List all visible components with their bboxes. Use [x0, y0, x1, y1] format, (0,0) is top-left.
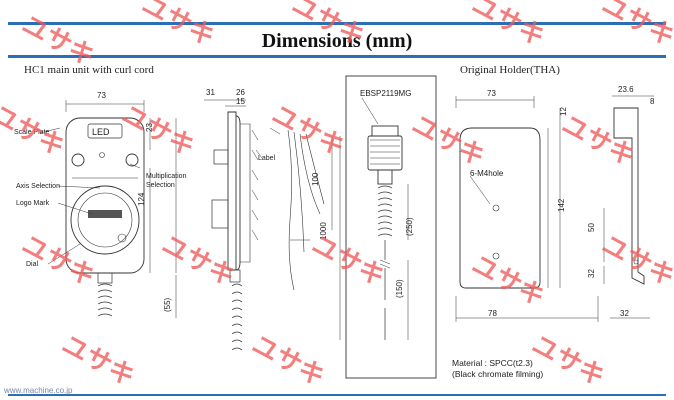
svg-text:ユサキ: ユサキ [467, 0, 550, 53]
svg-text:ユサキ: ユサキ [17, 230, 100, 293]
dim-side-lip: 8 [650, 97, 655, 106]
dim-side-depth: 31 [206, 88, 215, 97]
main-unit-front-view [39, 100, 177, 318]
dim-side-foot: 32 [620, 309, 629, 318]
dim-holder-height: 142 [557, 198, 566, 212]
dim-unit-height: 124 [137, 192, 146, 206]
dim-side-width: 23.6 [618, 85, 634, 94]
dim-holder-base: 78 [488, 309, 497, 318]
top-rule [8, 22, 666, 25]
dim-holder-top: 12 [559, 107, 568, 116]
svg-text:ユサキ: ユサキ [467, 250, 550, 313]
svg-text:ユサキ: ユサキ [527, 330, 610, 393]
dim-hole-pitch: 50 [587, 223, 596, 232]
label-label: Label [258, 155, 276, 162]
connector-view [345, 75, 437, 379]
holder-side-view [603, 95, 654, 319]
bottom-rule [8, 394, 666, 396]
svg-text:ユサキ: ユサキ [137, 0, 220, 53]
svg-text:ユサキ: ユサキ [247, 330, 330, 393]
svg-text:ユサキ: ユサキ [557, 110, 640, 173]
section-heading-holder: Original Holder(THA) [460, 64, 560, 76]
footer-url: www.machine.co.jp [4, 386, 73, 395]
svg-text:ユサキ: ユサキ [267, 100, 350, 163]
dim-coil-extra: (150) [395, 279, 404, 298]
main-unit-side-view [204, 99, 263, 351]
dim-side-depth2: 26 [236, 88, 245, 97]
dim-cord-exit: (55) [163, 297, 172, 312]
label-led: LED [92, 127, 110, 137]
holder-front-view [455, 96, 599, 322]
label-connector-part: EBSP2119MG [360, 89, 411, 98]
label-logo-mark: Logo Mark [16, 200, 50, 207]
svg-text:ユサキ: ユサキ [117, 100, 200, 163]
dim-lead-short: 100 [311, 172, 320, 186]
svg-text:ユサキ: ユサキ [307, 230, 390, 293]
label-axis-selection: Axis Selection [16, 183, 60, 190]
label-selection: Selection [146, 182, 175, 189]
material-finish: (Black chromate filming) [452, 369, 544, 379]
svg-text:ユサキ: ユサキ [597, 0, 674, 53]
title-rule [8, 55, 666, 58]
svg-text:ユサキ: ユサキ [287, 0, 370, 53]
svg-text:ユサキ: ユサキ [57, 330, 140, 393]
svg-text:ユサキ: ユサキ [0, 100, 70, 163]
svg-text:ユサキ: ユサキ [407, 110, 490, 173]
dim-side-thick: 15 [236, 97, 245, 106]
dim-lcd-height: 23 [145, 123, 154, 132]
svg-text:ユサキ: ユサキ [157, 230, 240, 293]
dim-hole-offset: 32 [587, 269, 596, 278]
dim-unit-width: 73 [97, 91, 106, 100]
label-scale-plate: Scale Plate [14, 129, 50, 136]
dim-coil-length: (250) [405, 217, 414, 236]
label-mount-holes: 6-M4hole [470, 169, 504, 178]
page-title: Dimensions (mm) [261, 30, 413, 52]
svg-text:ユサキ: ユサキ [597, 230, 674, 293]
dim-holder-width: 73 [487, 89, 496, 98]
label-dial: Dial [26, 261, 39, 268]
dim-lead-long: 1000 [319, 222, 328, 240]
material-spec: Material : SPCC(t2.3) [452, 358, 533, 368]
svg-text:ユサキ: ユサキ [17, 10, 100, 73]
label-multiplication: Multiplication [146, 173, 187, 180]
section-heading-main-unit: HC1 main unit with curl cord [24, 64, 154, 76]
cord-leads-view [269, 127, 341, 340]
